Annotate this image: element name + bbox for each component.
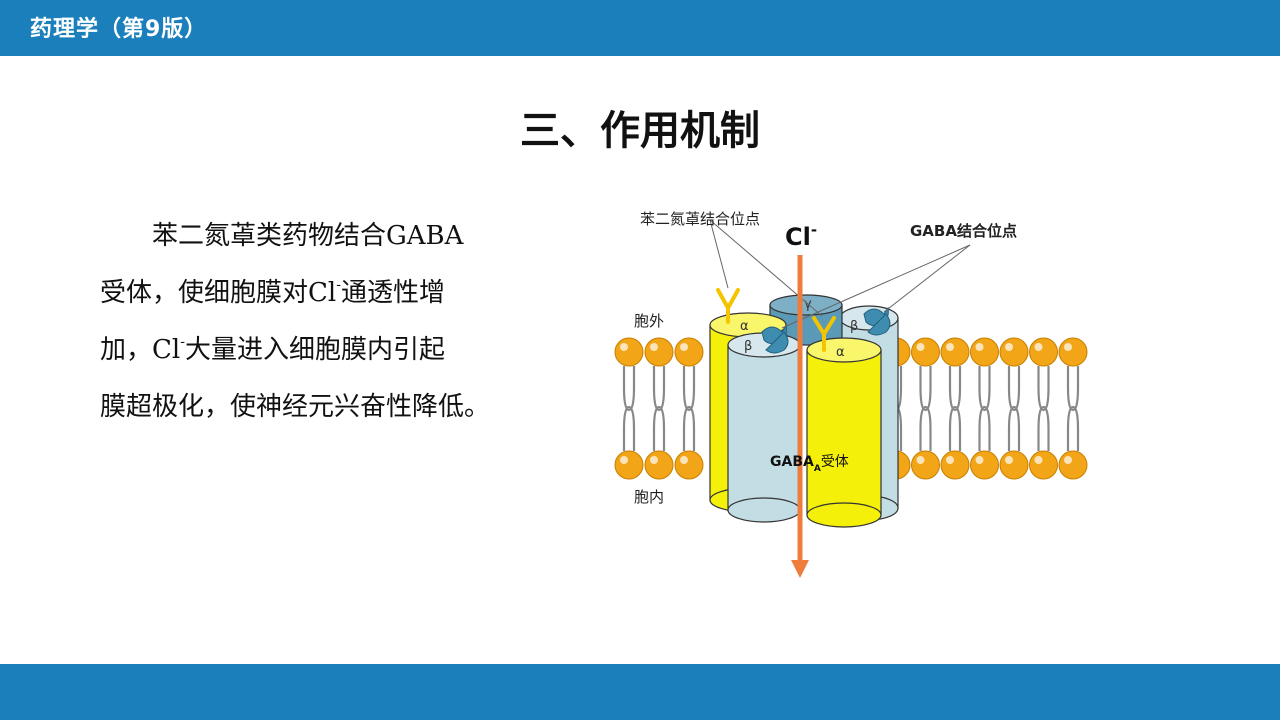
lipid-head [911, 337, 940, 367]
lipid-head [970, 337, 999, 367]
chloride-ion-label: Cl- [785, 221, 817, 251]
lipid-head-highlight [1005, 456, 1013, 464]
slide-title: 三、作用机制 [520, 108, 760, 154]
gaba-receptor-diagram: α β γ β α 苯二氮䓬结合位点 [600, 190, 1100, 590]
paragraph-line-3: 加，Cl-大量进入细胞膜内引起 [100, 334, 445, 365]
lipid-head-highlight [650, 456, 658, 464]
lipid-tail [622, 405, 636, 451]
top-banner: 药理学（第9版） [0, 0, 1280, 56]
lipid-head-highlight [946, 456, 954, 464]
lipid-head-highlight [1064, 343, 1072, 351]
lipid-heads [614, 337, 1088, 480]
gaba-binding-site-icon [761, 306, 891, 354]
lipid-tail [978, 366, 991, 412]
book-title: 药理学（第9版） [30, 17, 208, 42]
lipid-head-highlight [1034, 343, 1043, 351]
pointer-lines [709, 219, 971, 329]
lipid-head-highlight [975, 456, 984, 464]
beta-label-front: β [744, 339, 752, 354]
lipid-head-highlight [1064, 456, 1072, 464]
alpha-label-front: α [836, 345, 845, 360]
lipid-tail [1037, 366, 1050, 412]
lipid-tails [622, 366, 1080, 451]
lipid-tail [1007, 405, 1021, 451]
lipid-head [1029, 450, 1058, 480]
bzd-site-label: 苯二氮䓬结合位点 [640, 210, 760, 228]
lipid-tail [1007, 366, 1021, 412]
lipid-head [999, 337, 1029, 367]
lipid-head-highlight [946, 343, 954, 351]
lipid-tail [1066, 366, 1080, 412]
lipid-tail [1037, 405, 1050, 451]
lipid-head [614, 450, 644, 480]
lipid-head [940, 450, 970, 480]
intracellular-label: 胞内 [634, 488, 664, 506]
lipid-head [1058, 450, 1088, 480]
description-paragraph: 苯二氮䓬类药物结合GABA 受体，使细胞膜对Cl-通透性增 加，Cl-大量进入细… [100, 208, 540, 436]
lipid-tail [652, 405, 666, 451]
lipid-head [674, 450, 704, 480]
lipid-head [614, 337, 644, 367]
beta-label-back: β [850, 319, 858, 334]
bzd-binding-site-icon [716, 288, 836, 352]
lipid-head-highlight [1034, 456, 1043, 464]
lipid-head-highlight [620, 343, 628, 351]
lipid-tail [948, 405, 962, 451]
lipid-head-highlight [975, 343, 984, 351]
lipid-head [940, 337, 970, 367]
lipid-head [674, 337, 704, 367]
lipid-tail [682, 366, 696, 412]
lipid-tail [622, 366, 636, 412]
lipid-tail [948, 366, 962, 412]
lipid-head [644, 337, 674, 367]
lipid-head-highlight [650, 343, 658, 351]
alpha-label-back: α [740, 319, 749, 334]
lipid-head-highlight [680, 343, 688, 351]
lipid-head [1058, 337, 1088, 367]
chloride-arrow [791, 255, 809, 578]
lipid-tail [682, 405, 696, 451]
lipid-head-highlight [916, 456, 925, 464]
diagram-svg: α β γ β α 苯二氮䓬结合位点 [614, 210, 1088, 578]
lipid-head [911, 450, 940, 480]
lipid-head-highlight [620, 456, 628, 464]
lipid-head [1029, 337, 1058, 367]
lipid-tail [919, 366, 932, 412]
paragraph-line-2: 受体，使细胞膜对Cl-通透性增 [100, 277, 445, 308]
bottom-banner [0, 664, 1280, 720]
lipid-head [970, 450, 999, 480]
lipid-tail [1066, 405, 1080, 451]
receptor-label: GABAA受体 [770, 454, 849, 474]
lipid-tail [652, 366, 666, 412]
lipid-head [999, 450, 1029, 480]
extracellular-label: 胞外 [634, 312, 664, 330]
lipid-tail [919, 405, 932, 451]
paragraph-line-1: 苯二氮䓬类药物结合GABA [152, 221, 464, 251]
alpha-subunit-front [806, 337, 882, 528]
lipid-tail [978, 405, 991, 451]
lipid-head-highlight [680, 456, 688, 464]
lipid-head-highlight [916, 343, 925, 351]
paragraph-line-4: 膜超极化，使神经元兴奋性降低。 [100, 392, 491, 422]
lipid-head [644, 450, 674, 480]
gaba-site-label: GABA结合位点 [910, 222, 1017, 240]
lipid-head-highlight [1005, 343, 1013, 351]
beta-subunit-front [727, 332, 801, 523]
